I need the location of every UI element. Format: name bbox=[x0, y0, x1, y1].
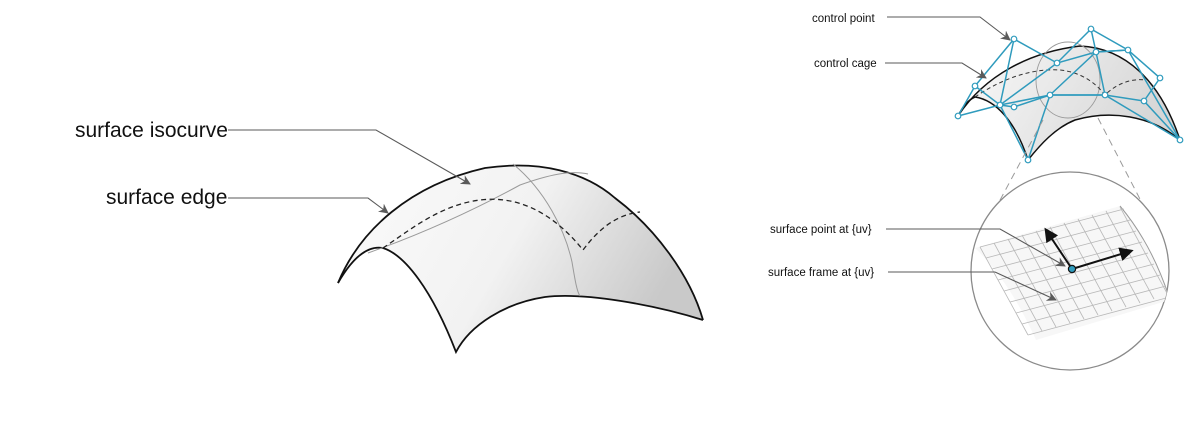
surface-isocurve-label: surface isocurve bbox=[75, 119, 228, 142]
large-surface bbox=[337, 163, 704, 355]
large-surface-edge-front bbox=[337, 246, 704, 355]
control-cage-leader bbox=[885, 62, 987, 79]
control-point bbox=[971, 82, 979, 90]
control-point bbox=[1140, 97, 1148, 105]
cage-col-4 bbox=[957, 94, 1105, 117]
control-point-label: control point bbox=[812, 13, 875, 25]
control-point bbox=[954, 112, 962, 120]
control-point bbox=[1010, 103, 1018, 111]
surface-point-leader bbox=[886, 228, 1066, 267]
control-point bbox=[1087, 25, 1095, 33]
surface-isocurve-leader bbox=[228, 129, 471, 185]
control-point bbox=[1101, 91, 1109, 99]
control-point bbox=[1046, 91, 1054, 99]
frame-normal-arrow bbox=[1044, 227, 1073, 270]
cage-col-2 bbox=[1090, 28, 1181, 141]
small-surface-lens-marker bbox=[1035, 41, 1101, 119]
projection-line-right bbox=[1097, 117, 1157, 231]
magnifier-lens bbox=[970, 171, 1170, 371]
control-points bbox=[954, 25, 1184, 164]
frame-u-arrow bbox=[1071, 247, 1134, 270]
surface-point-label: surface point at {uv} bbox=[770, 224, 872, 236]
large-surface-isocurve bbox=[367, 172, 589, 254]
control-point bbox=[1156, 74, 1164, 82]
lens-surface-edge bbox=[1119, 205, 1169, 301]
surface-frame-label: surface frame at {uv} bbox=[768, 267, 874, 279]
surface-edge-label: surface edge bbox=[106, 186, 227, 209]
control-point bbox=[1124, 46, 1132, 54]
surface-frame-leader bbox=[888, 271, 1057, 301]
control-cage-label: control cage bbox=[814, 58, 877, 70]
control-point bbox=[996, 101, 1004, 109]
large-surface-fill bbox=[338, 165, 703, 352]
small-surface-edge bbox=[957, 45, 1181, 141]
projection-line-left bbox=[983, 119, 1044, 231]
small-surface bbox=[957, 41, 1181, 162]
control-point-leader bbox=[887, 16, 1011, 41]
surface-edge-leader bbox=[228, 197, 389, 214]
large-surface-isocurve-2 bbox=[512, 163, 581, 297]
surface-point-marker bbox=[1067, 264, 1077, 274]
small-surface-fill bbox=[958, 46, 1180, 160]
control-point bbox=[1053, 59, 1061, 67]
large-surface-edge-back bbox=[337, 164, 704, 321]
control-point bbox=[1176, 136, 1184, 144]
control-point bbox=[1092, 48, 1100, 56]
control-point bbox=[1024, 156, 1032, 164]
control-point bbox=[1010, 35, 1018, 43]
small-surface-hidden-edge bbox=[974, 69, 1146, 98]
large-surface-hidden-edge bbox=[382, 198, 641, 252]
